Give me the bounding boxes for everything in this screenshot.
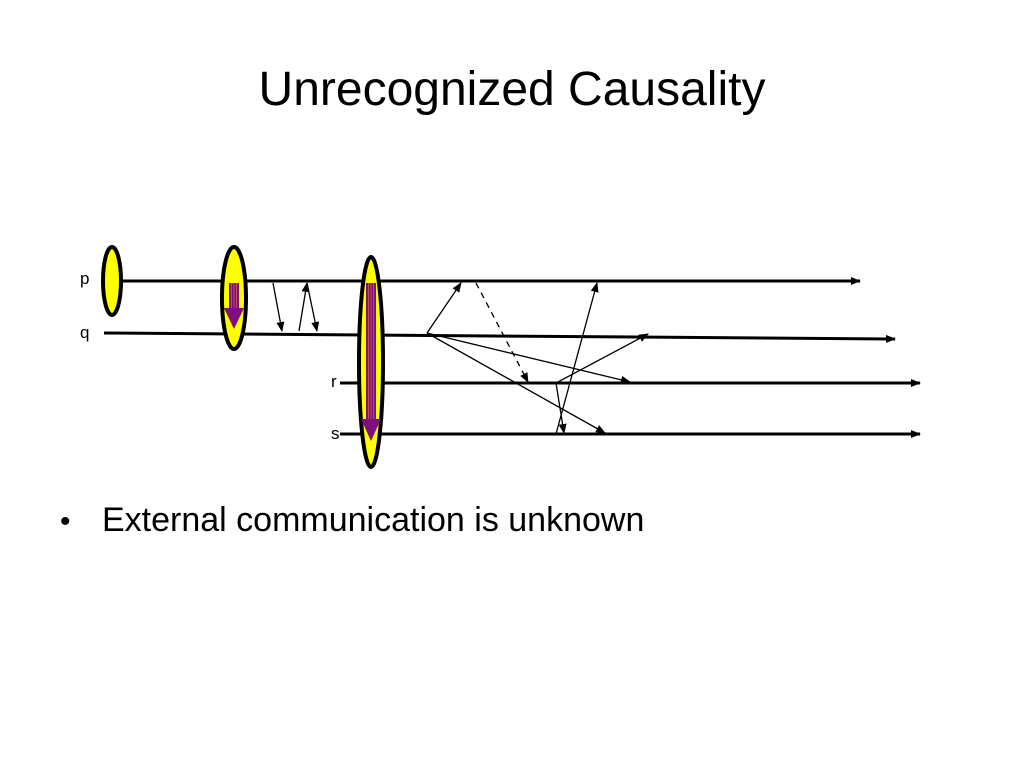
process-label-p: p [80,269,89,288]
bullet-dot-icon: • [60,505,71,538]
message-q-to-s [426,332,606,434]
message-q-to-p-3 [426,282,462,334]
bullet-item: • External communication is unknown [60,500,644,541]
message-s-to-p [555,282,599,435]
snapshot-ellipse-p [101,245,123,317]
process-label-q: q [80,323,89,342]
message-p-to-q-2 [306,282,320,332]
process-label-s: s [331,424,340,443]
process-label-r: r [331,372,337,391]
bullet-text: External communication is unknown [102,501,645,539]
down-arrow-icon [224,283,244,329]
external-message-dashed [475,282,529,383]
message-r-to-s [555,382,567,434]
message-r-to-q [555,333,649,384]
message-q-to-r [426,332,631,384]
timeline-q [103,331,896,343]
message-q-to-p-1 [298,282,310,332]
message-p-to-q-1 [272,282,285,332]
snapshot-ellipse-pqrs [357,255,385,469]
slide-title: Unrecognized Causality [258,63,766,116]
down-arrow-icon [361,283,381,441]
snapshot-ellipse-pq [220,245,248,351]
